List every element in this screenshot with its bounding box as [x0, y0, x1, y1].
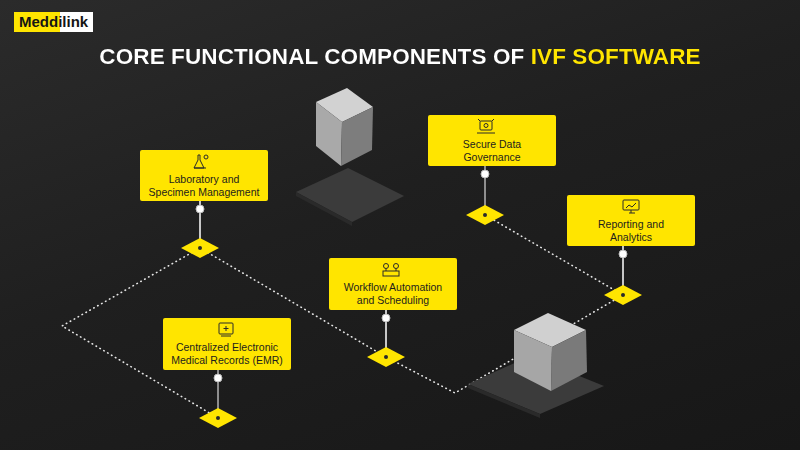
diamond-shape: [604, 285, 642, 305]
anchor-diamond: [604, 285, 642, 305]
connector-stem: [200, 201, 218, 418]
cube-left: [514, 330, 552, 391]
box-label: Centralized Electronic Medical Records (…: [165, 318, 289, 369]
cube-top: [316, 88, 373, 122]
diamond-shape: [199, 408, 237, 428]
diamond-dot: [621, 293, 625, 297]
cube-right: [341, 107, 373, 166]
anchor-diamond: [199, 408, 237, 428]
pin-circle: [214, 374, 222, 382]
cube-top: [514, 313, 586, 347]
cube-platform: [296, 168, 404, 222]
box-label: Secure Data Governance: [447, 115, 537, 166]
dotted-connector: [62, 201, 218, 418]
diamond-dot: [384, 355, 388, 359]
diagram-title: CORE FUNCTIONAL COMPONENTS OF IVF SOFTWA…: [99, 43, 700, 71]
pin-circle: [619, 250, 627, 258]
box-label: Reporting and Analytics: [586, 195, 676, 246]
anchor-diamond: [181, 238, 219, 258]
cube-right: [551, 330, 587, 391]
process-box: Centralized Electronic Medical Records (…: [163, 318, 291, 370]
process-box: Reporting and Analytics: [567, 195, 695, 246]
diamond-shape: [367, 347, 405, 367]
diamond-dot: [198, 246, 202, 250]
process-box: Laboratory and Specimen Management: [140, 150, 268, 201]
cube-left: [316, 102, 342, 166]
title-row: CORE FUNCTIONAL COMPONENTS OF IVF SOFTWA…: [0, 43, 800, 71]
cube-platform-edge: [296, 192, 352, 226]
diamond-shape: [466, 205, 504, 225]
diamond-dot: [483, 213, 487, 217]
box-label: Workflow Automation and Scheduling: [334, 258, 452, 309]
pin-circle: [196, 205, 204, 213]
diamond-shape: [181, 238, 219, 258]
cube-platform: [468, 356, 604, 414]
box-label: Laboratory and Specimen Management: [145, 150, 263, 201]
diamond-dot: [216, 416, 220, 420]
anchor-diamond: [367, 347, 405, 367]
process-box: Workflow Automation and Scheduling: [329, 258, 457, 310]
cube-platform-edge: [468, 384, 540, 418]
process-box: Secure Data Governance: [428, 115, 556, 166]
pin-circle: [481, 170, 489, 178]
brand-logo: Meddilink: [14, 12, 93, 32]
anchor-diamond: [466, 205, 504, 225]
pin-circle: [382, 314, 390, 322]
